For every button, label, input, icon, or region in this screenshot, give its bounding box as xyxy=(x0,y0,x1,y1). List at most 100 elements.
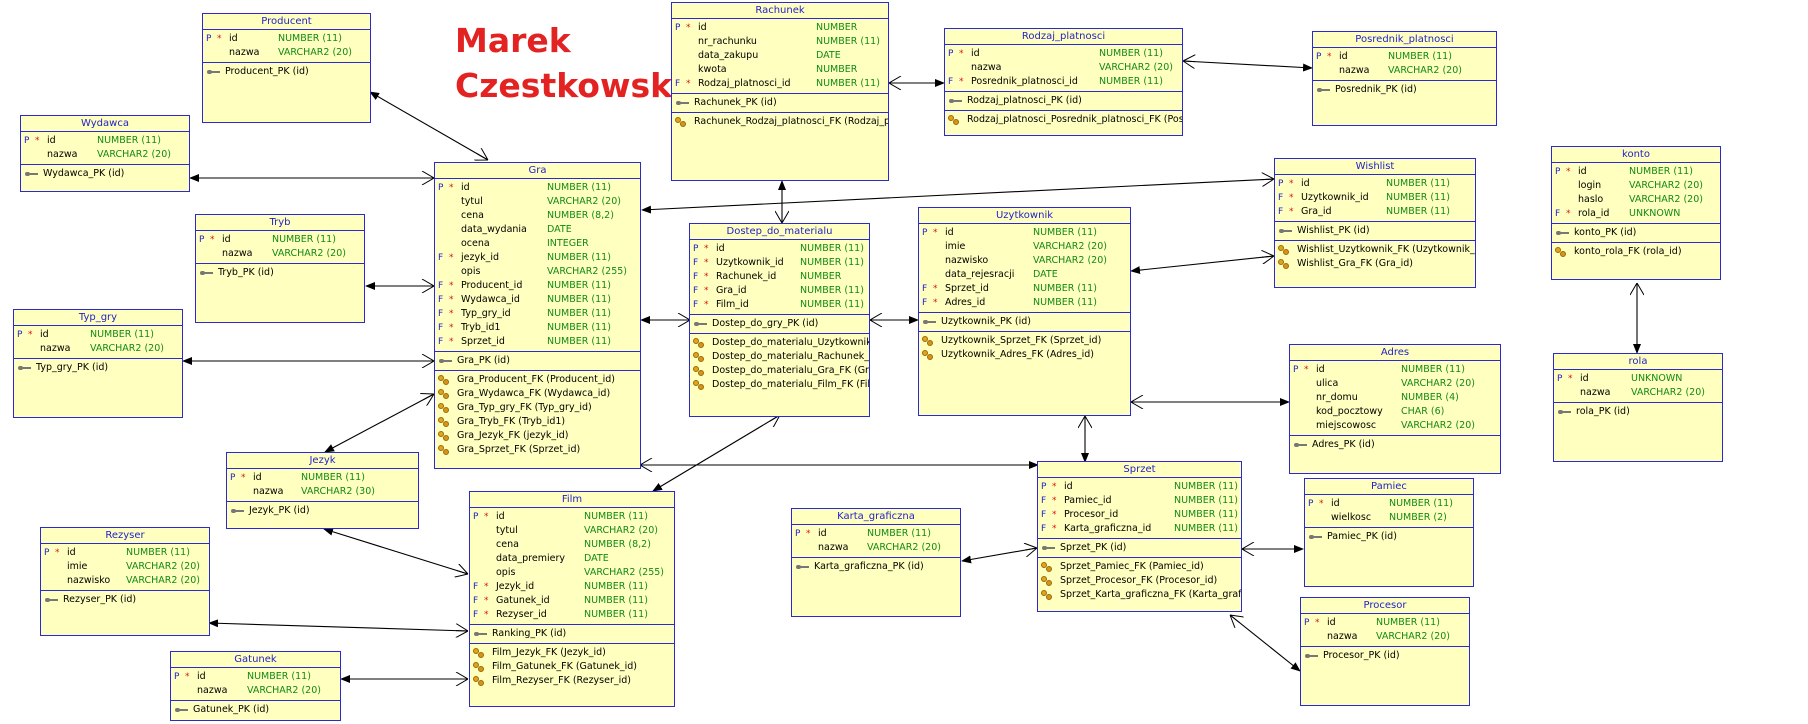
column-key-flag: F xyxy=(438,309,444,319)
column-name: data_zakupu xyxy=(698,50,759,61)
primary-key-list: Rodzaj_platnosci_PK (id) xyxy=(945,92,1182,111)
key-icon-part xyxy=(927,340,933,346)
column-type: NUMBER (11) xyxy=(90,329,154,340)
column-name: jezyk_id xyxy=(461,252,500,263)
column-key-flag: F xyxy=(1041,524,1047,534)
entity-title: Dostep_do_materialu xyxy=(690,224,869,240)
column-name: nazwa xyxy=(1580,387,1611,398)
entity-title: Rachunek xyxy=(672,3,888,19)
column-type: NUMBER (11) xyxy=(1386,178,1450,189)
column-type: NUMBER (11) xyxy=(816,36,880,47)
column-name: nazwa xyxy=(1339,65,1370,76)
key-icon xyxy=(949,99,962,103)
column-type: VARCHAR2 (20) xyxy=(1631,387,1705,398)
key-icon xyxy=(1558,410,1571,414)
entity-title: Gra xyxy=(435,163,640,179)
primary-key-row: Tryb_PK (id) xyxy=(196,266,364,280)
column-name: kwota xyxy=(698,64,727,75)
column-key-flag: F xyxy=(922,298,928,308)
foreign-key-label: Rachunek_Rodzaj_platnosci_FK (Rodzaj_pla… xyxy=(694,116,888,127)
column-name: cena xyxy=(461,210,484,221)
column-mandatory-flag: * xyxy=(933,298,938,308)
primary-key-label: Posrednik_PK (id) xyxy=(1335,84,1417,95)
column-type: NUMBER (11) xyxy=(1099,48,1163,59)
column-name: nazwa xyxy=(40,343,71,354)
column-row: data_zakupu DATE xyxy=(672,49,888,63)
primary-key-row: Posrednik_PK (id) xyxy=(1313,83,1496,97)
foreign-key-list: Rachunek_Rodzaj_platnosci_FK (Rodzaj_pla… xyxy=(672,113,888,131)
column-mandatory-flag: * xyxy=(449,253,454,263)
key-icon-part xyxy=(922,350,928,356)
foreign-key-row: Gra_Wydawca_FK (Wydawca_id) xyxy=(435,387,640,401)
column-key-flag: P xyxy=(17,330,23,340)
column-name: id xyxy=(1339,51,1348,62)
foreign-key-label: Rodzaj_platnosci_Posrednik_platnosci_FK … xyxy=(967,114,1182,125)
column-name: ulica xyxy=(1316,378,1339,389)
foreign-key-label: Film_Rezyser_FK (Rezyser_id) xyxy=(492,675,632,686)
primary-key-label: Dostep_do_gry_PK (id) xyxy=(712,318,819,329)
column-type: VARCHAR2 (20) xyxy=(547,196,621,207)
column-key-flag: P xyxy=(1041,482,1047,492)
foreign-key-icon xyxy=(438,375,453,385)
key-icon-part xyxy=(443,435,449,441)
column-mandatory-flag: * xyxy=(210,235,215,245)
column-type: DATE xyxy=(816,50,841,61)
rel-wishlist-gra xyxy=(642,179,1274,210)
foreign-key-icon xyxy=(438,403,453,413)
key-icon xyxy=(676,101,689,105)
column-type: INTEGER xyxy=(547,238,589,249)
primary-key-row: Rachunek_PK (id) xyxy=(672,96,888,110)
column-type: NUMBER (11) xyxy=(1386,206,1450,217)
key-icon-part xyxy=(438,389,444,395)
column-mandatory-flag: * xyxy=(1304,365,1309,375)
primary-key-list: Ranking_PK (id) xyxy=(470,625,674,644)
column-key-flag: F xyxy=(693,272,699,282)
column-type: VARCHAR2 (20) xyxy=(90,343,164,354)
column-key-flag: P xyxy=(1308,499,1314,509)
foreign-key-label: Gra_Producent_FK (Producent_id) xyxy=(457,374,616,385)
column-name: id xyxy=(222,234,231,245)
primary-key-label: Producent_PK (id) xyxy=(225,66,309,77)
column-type: NUMBER xyxy=(816,22,858,33)
column-name: Gra_id xyxy=(1301,206,1332,217)
primary-key-list: Procesor_PK (id) xyxy=(1301,647,1469,665)
column-mandatory-flag: * xyxy=(1052,524,1057,534)
primary-key-row: Pamiec_PK (id) xyxy=(1305,530,1473,544)
column-name: Rodzaj_platnosci_id xyxy=(698,78,791,89)
column-name: opis xyxy=(496,567,516,578)
primary-key-row: Karta_graficzna_PK (id) xyxy=(792,560,960,574)
